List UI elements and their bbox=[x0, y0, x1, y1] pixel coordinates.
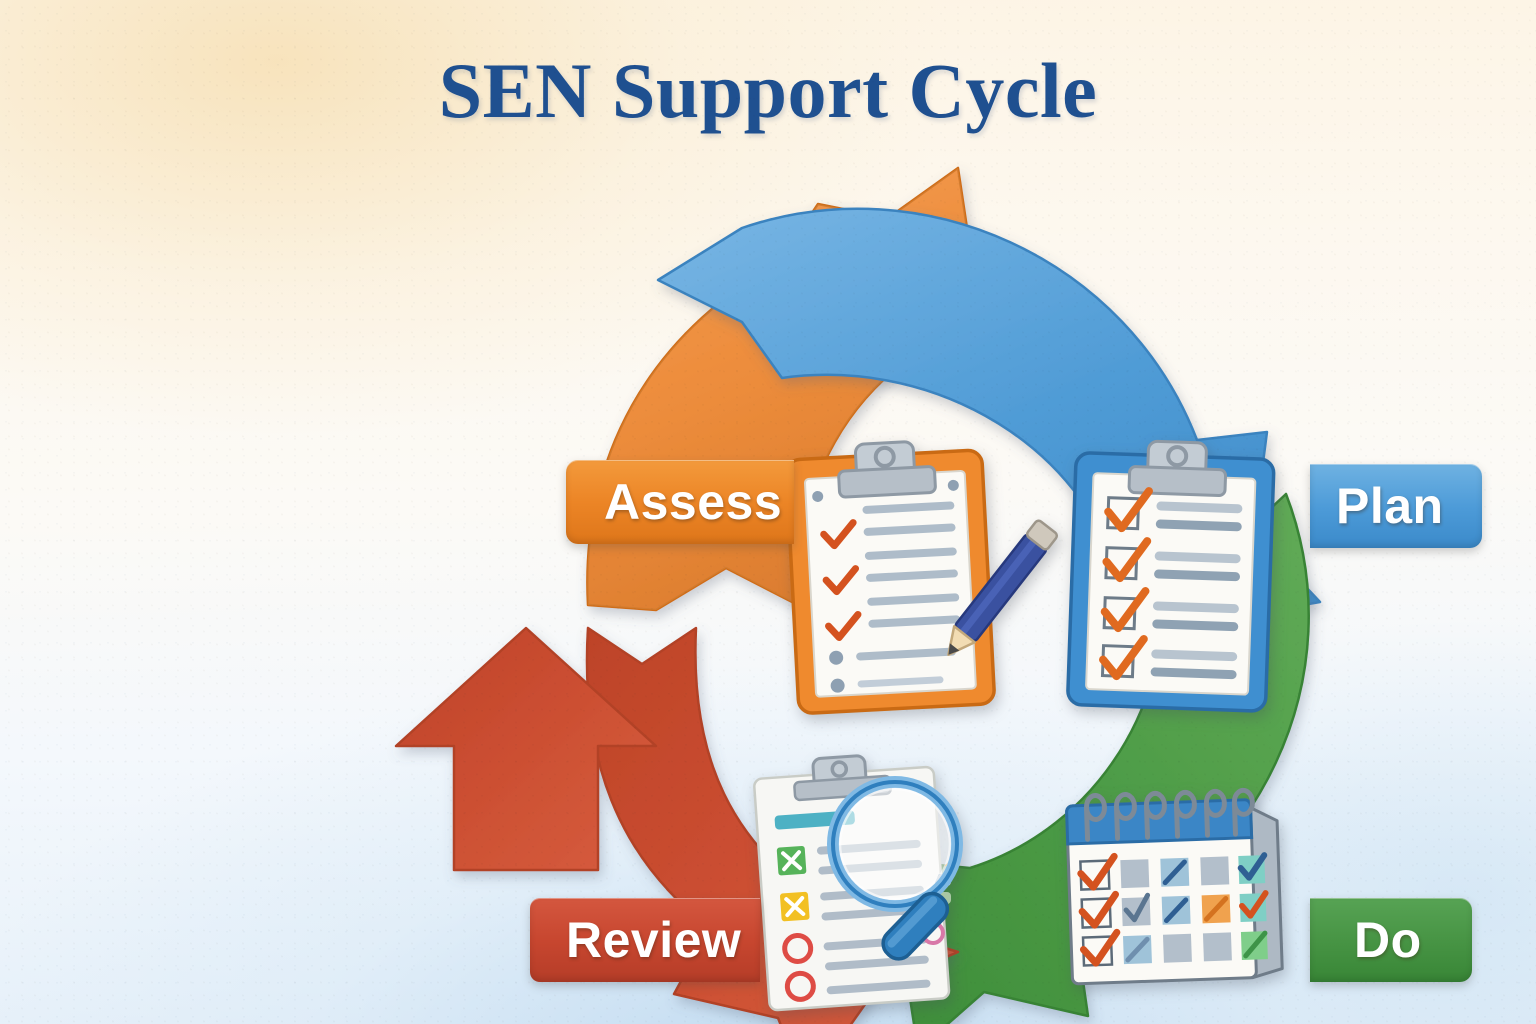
stage-label-do[interactable]: Do bbox=[1310, 898, 1472, 982]
stage-label-assess-text: Assess bbox=[604, 474, 783, 530]
calendar-icon bbox=[1053, 758, 1313, 1003]
sen-support-cycle: Assess Plan Do Review bbox=[258, 158, 1482, 1024]
document-magnifier-icon bbox=[743, 746, 1033, 1012]
stage-label-do-text: Do bbox=[1354, 912, 1422, 968]
stage-label-review-text: Review bbox=[566, 912, 742, 968]
page-title: SEN Support Cycle bbox=[438, 47, 1098, 134]
stage-label-plan-text: Plan bbox=[1336, 478, 1444, 534]
stage-label-plan[interactable]: Plan bbox=[1310, 464, 1482, 548]
pencil-icon bbox=[947, 519, 1059, 657]
clipboard-pencil-icon bbox=[770, 426, 1059, 726]
stage-label-review[interactable]: Review bbox=[530, 898, 760, 982]
magnifier-icon bbox=[827, 776, 963, 961]
stage-label-assess[interactable]: Assess bbox=[566, 460, 794, 544]
clipboard-checklist-icon bbox=[1048, 426, 1298, 726]
